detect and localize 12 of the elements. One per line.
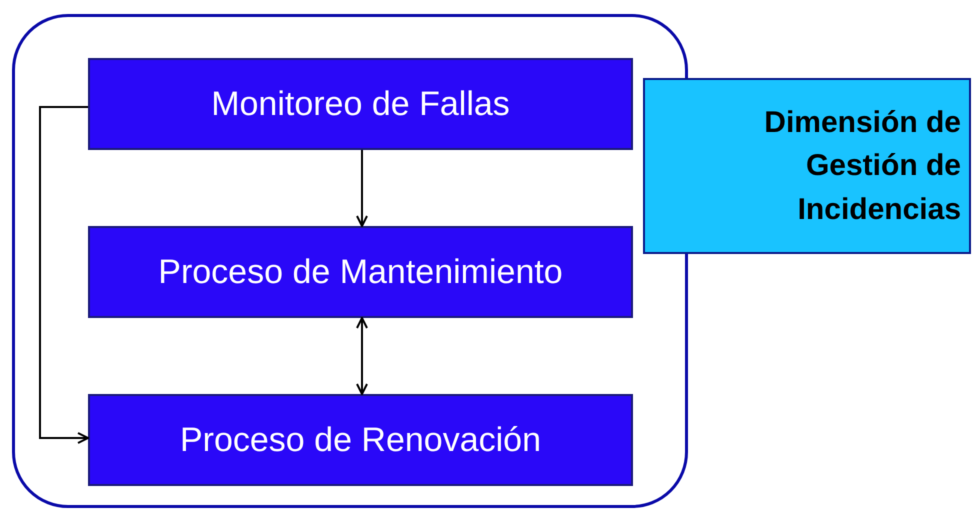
process-box [88, 394, 633, 486]
box-label: Proceso de Mantenimiento [158, 252, 563, 292]
box-label: Monitoreo de Fallas [211, 84, 510, 124]
process-box [88, 58, 633, 150]
arrow [39, 106, 89, 444]
box-label: Dimensión de Gestión de Incidencias [763, 104, 961, 228]
process-box [88, 226, 633, 318]
arrow [356, 317, 368, 395]
container-box [12, 14, 688, 508]
dimension-box [643, 78, 971, 254]
arrow [356, 150, 368, 227]
box-label: Proceso de Renovación [180, 420, 541, 460]
